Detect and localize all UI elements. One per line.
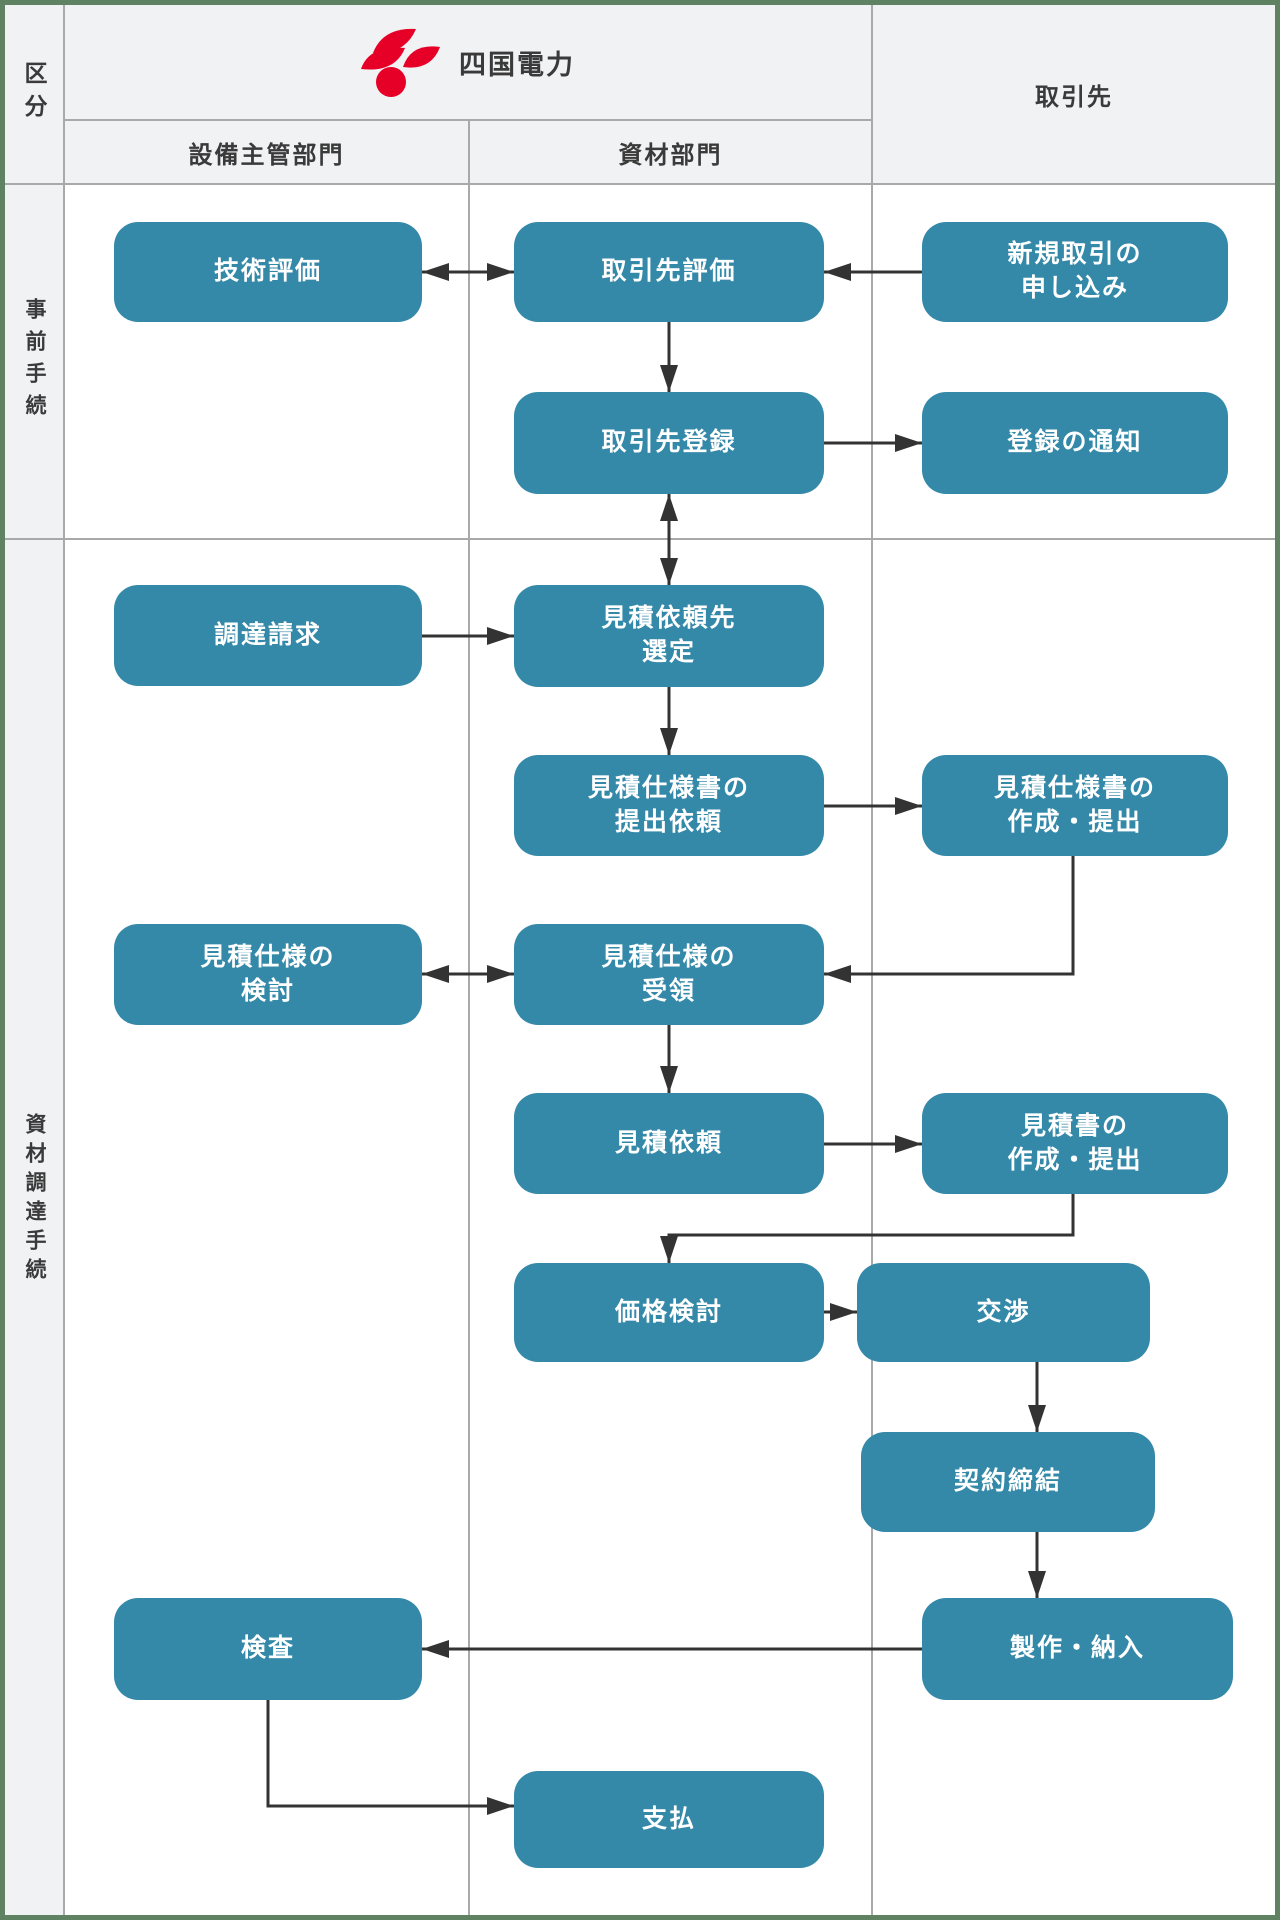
node-spec-review: 見積仕様の 検討 <box>114 924 422 1025</box>
node-spec-submission-request: 見積仕様書の 提出依頼 <box>514 755 824 856</box>
node-quotation-creation-submission: 見積書の 作成・提出 <box>922 1093 1228 1194</box>
node-spec-receipt: 見積仕様の 受領 <box>514 924 824 1025</box>
node-registration-notice: 登録の通知 <box>922 392 1228 494</box>
company-name: 四国電力 <box>459 49 575 80</box>
section-label-procurement-procedure: 資材調達手続 <box>23 1113 46 1287</box>
node-contract-conclusion: 契約締結 <box>861 1432 1155 1532</box>
header-band-background <box>64 4 1276 184</box>
node-procurement-request: 調達請求 <box>114 585 422 686</box>
category-column-background <box>4 4 64 1916</box>
column-header-partner: 取引先 <box>1035 83 1113 111</box>
node-price-review: 価格検討 <box>514 1263 824 1362</box>
company-header: 四国電力 <box>64 4 872 120</box>
node-spec-creation-submission: 見積仕様書の 作成・提出 <box>922 755 1228 856</box>
node-payment: 支払 <box>514 1771 824 1868</box>
node-supplier-registration: 取引先登録 <box>514 392 824 494</box>
node-negotiation: 交渉 <box>857 1263 1150 1362</box>
node-rfq-supplier-selection: 見積依頼先 選定 <box>514 585 824 687</box>
node-technical-evaluation: 技術評価 <box>114 222 422 322</box>
node-production-delivery: 製作・納入 <box>922 1598 1233 1700</box>
node-quotation-request: 見積依頼 <box>514 1093 824 1194</box>
column-header-materials-dept: 資材部門 <box>618 141 723 169</box>
column-header-equipment-dept: 設備主管部門 <box>188 141 345 169</box>
category-header: 区分 <box>21 61 47 127</box>
node-supplier-evaluation: 取引先評価 <box>514 222 824 322</box>
node-inspection: 検査 <box>114 1598 422 1700</box>
node-new-transaction-application: 新規取引の 申し込み <box>922 222 1228 322</box>
section-label-pre-procedure: 事前手続 <box>23 298 46 426</box>
yonden-logo-icon <box>361 28 440 97</box>
